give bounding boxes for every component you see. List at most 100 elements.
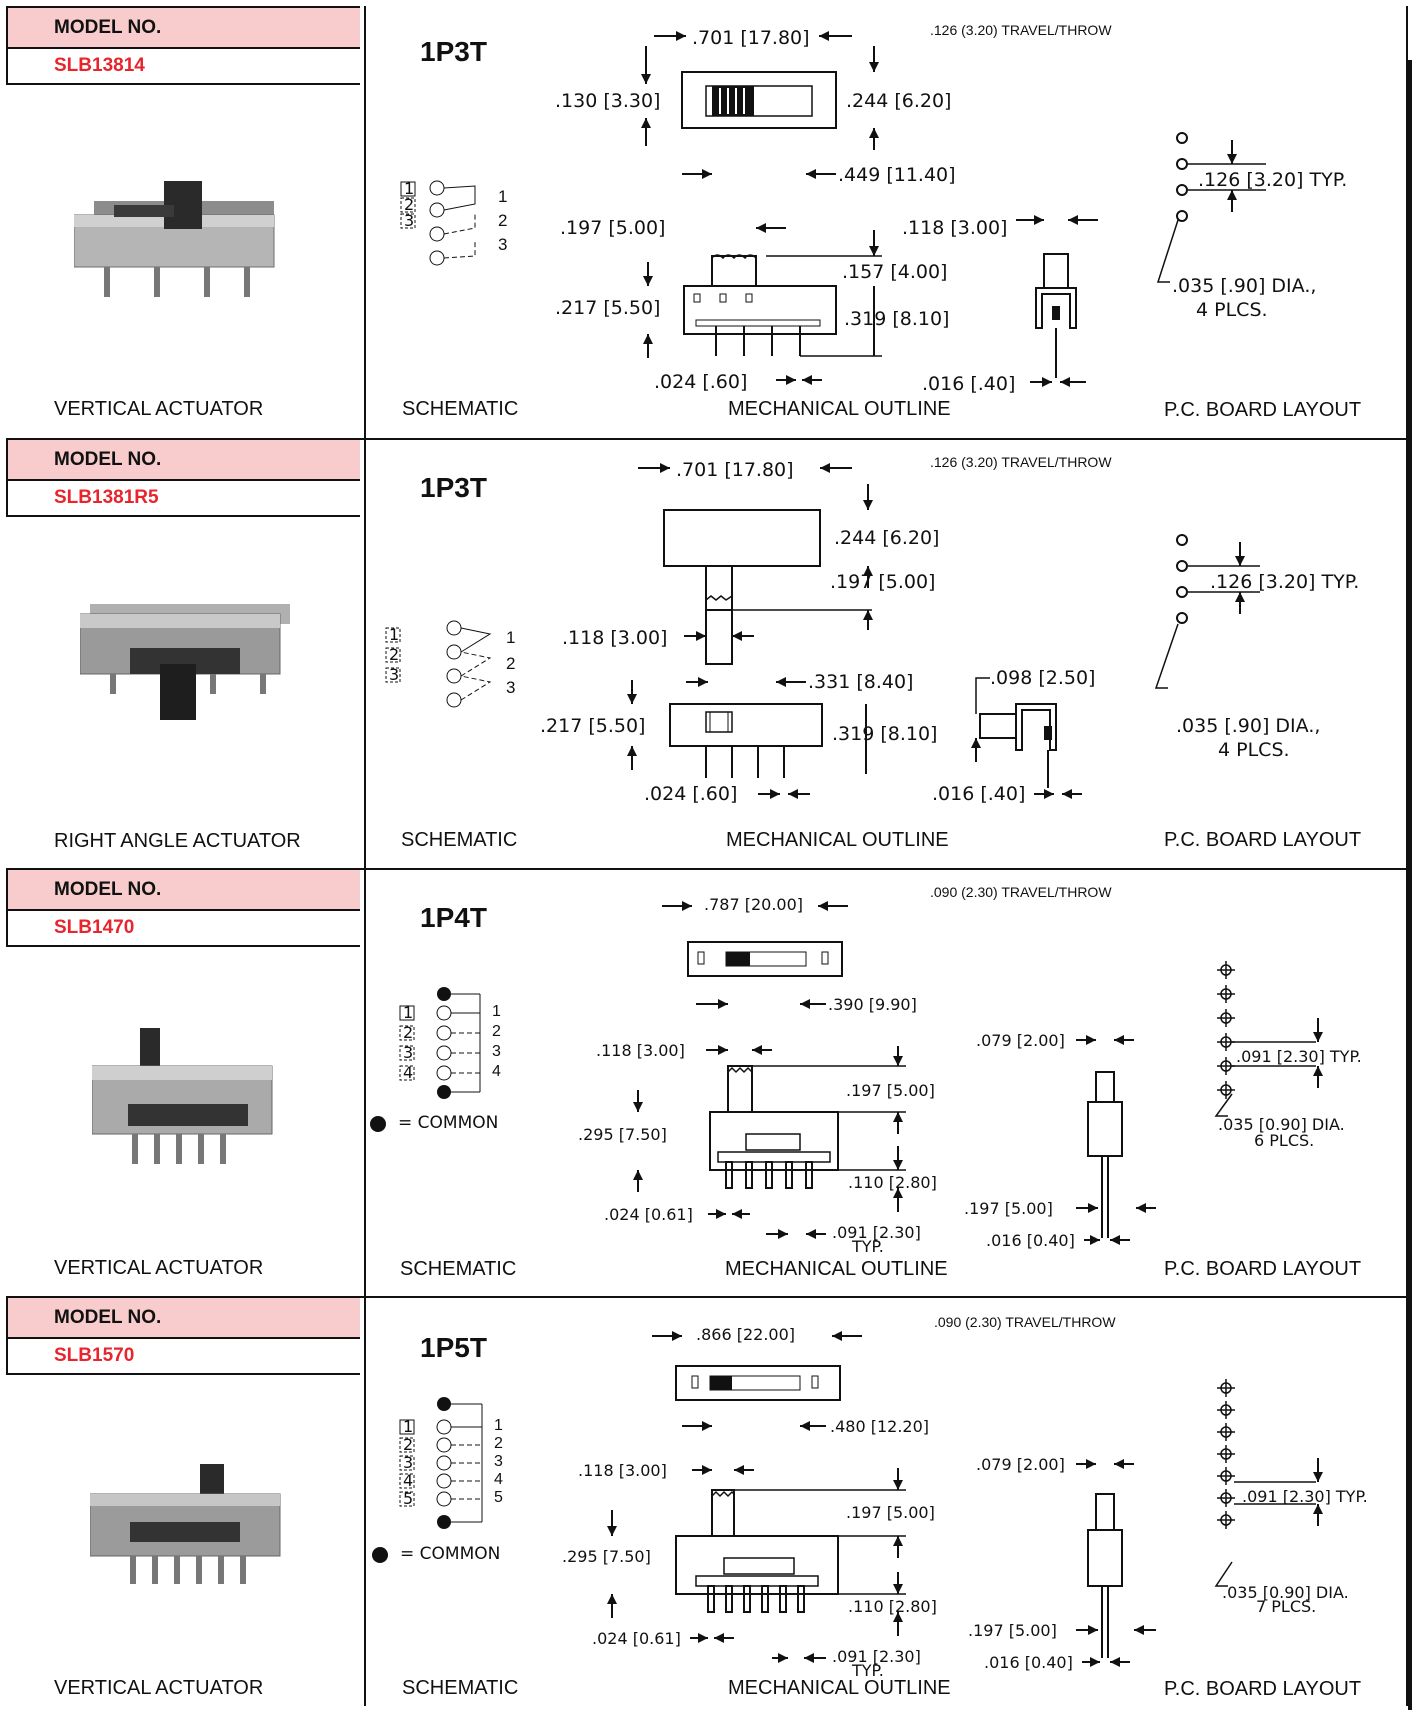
model-number-text: SLB1381R5 <box>54 487 159 508</box>
section-slb1570: MODEL NO. SLB1570 VERTICAL ACTUATOR 1P5T… <box>6 1296 1408 1706</box>
dim-side-actuator: .079 [2.00] <box>976 1031 1065 1050</box>
dim-total: .319 [8.10] <box>844 308 949 330</box>
switch-photo <box>92 1028 273 1164</box>
dim-side-pin: .016 [.40] <box>932 783 1025 805</box>
schematic-num-2: 2 <box>494 1435 503 1452</box>
schematic-drawing: 1 2 3 <box>400 179 476 266</box>
model-number: SLB1381R5 <box>6 479 360 517</box>
common-legend: = COMMON <box>398 1113 499 1133</box>
svg-text:1: 1 <box>403 1417 413 1436</box>
schematic-num-4: 4 <box>494 1471 503 1488</box>
dim-side-pin: .016 [0.40] <box>984 1653 1073 1672</box>
pcb-hole-cross <box>1217 961 1235 979</box>
model-number: SLB1570 <box>6 1337 360 1375</box>
divider <box>6 1296 1408 1298</box>
dim-height: .244 [6.20] <box>834 527 939 549</box>
pcb-hole: .035 [.90] DIA., <box>1172 275 1316 297</box>
dim-width: .866 [22.00] <box>696 1325 795 1344</box>
frame-border <box>1406 6 1408 1706</box>
pole-label: 1P4T <box>420 902 487 933</box>
pcb-hole: .035 [0.90] DIA. <box>1222 1583 1349 1602</box>
schematic-drawing: 1 2 3 4 <box>399 987 481 1099</box>
left-column <box>6 868 366 1296</box>
dim-actuator-height: .197 [5.00] <box>846 1503 935 1522</box>
dim-side-pin: .016 [0.40] <box>986 1231 1075 1250</box>
dim-pin: .024 [.60] <box>644 783 737 805</box>
section-slb1470: MODEL NO. SLB1470 VERTICAL ACTUATOR 1P4T… <box>6 868 1408 1296</box>
dim-height: .244 [6.20] <box>846 90 951 112</box>
model-number-text: SLB1470 <box>54 917 135 938</box>
pcb-caption: P.C. BOARD LAYOUT <box>1164 829 1362 851</box>
left-column <box>6 6 366 438</box>
actuator-caption: VERTICAL ACTUATOR <box>54 1257 264 1279</box>
frame-shadow <box>1408 60 1412 1710</box>
dim-pin: .024 [0.61] <box>592 1629 681 1648</box>
pcb-hole: .035 [.90] DIA., <box>1176 715 1320 737</box>
schematic-num-4: 4 <box>492 1063 501 1080</box>
model-label: MODEL NO. <box>6 1296 360 1339</box>
svg-text:1: 1 <box>389 625 399 644</box>
schematic-caption: SCHEMATIC <box>402 1677 519 1699</box>
divider <box>6 868 1408 870</box>
svg-text:2: 2 <box>404 195 414 214</box>
schematic-num-5: 5 <box>494 1489 503 1506</box>
schematic-num-1: 1 <box>498 187 508 206</box>
model-number: SLB1470 <box>6 909 360 947</box>
pcb-hole-cross <box>1217 985 1235 1003</box>
pcb-caption: P.C. BOARD LAYOUT <box>1164 1678 1362 1700</box>
dim-actuator-height: .197 [5.00] <box>560 217 665 239</box>
dim-slot: .130 [3.30] <box>555 90 660 112</box>
dim-actuator-width: .118 [3.00] <box>596 1041 685 1060</box>
dim-width: .701 [17.80] <box>676 459 794 481</box>
actuator-caption: VERTICAL ACTUATOR <box>54 398 264 420</box>
svg-text:4: 4 <box>403 1063 413 1082</box>
schematic-num-1: 1 <box>492 1003 501 1020</box>
pcb-hole-cross <box>1217 1511 1235 1529</box>
pcb-caption: P.C. BOARD LAYOUT <box>1164 1258 1362 1280</box>
dim-pitch: .091 [2.30] <box>832 1223 921 1242</box>
left-column <box>6 1296 366 1706</box>
mechanical-outline-drawing: .701 [17.80] .244 [6.20] .197 [5.00] .11… <box>540 459 1359 805</box>
pole-label: 1P3T <box>420 472 487 503</box>
svg-text:3: 3 <box>404 211 414 230</box>
model-number-text: SLB1570 <box>54 1345 135 1366</box>
travel-label: .090 (2.30) TRAVEL/THROW <box>934 1314 1116 1330</box>
dim-actuator-width: .118 [3.00] <box>578 1461 667 1480</box>
dim-pin-length: .110 [2.80] <box>848 1597 937 1616</box>
svg-text:1: 1 <box>403 1003 413 1022</box>
pole-label: 1P3T <box>420 36 487 67</box>
dim-side-length: .197 [5.00] <box>968 1621 1057 1640</box>
pcb-count: 7 PLCS. <box>1256 1597 1316 1616</box>
pcb-hole: .035 [0.90] DIA. <box>1218 1115 1345 1134</box>
outline-caption: MECHANICAL OUTLINE <box>728 1677 951 1699</box>
schematic-num-2: 2 <box>492 1023 501 1040</box>
schematic-drawing: 1 2 3 <box>385 620 492 708</box>
dim-pitch: .091 [2.30] <box>832 1647 921 1666</box>
outline-caption: MECHANICAL OUTLINE <box>728 398 951 420</box>
dim-body: .295 [7.50] <box>562 1547 651 1566</box>
pcb-pitch: .126 [3.20] TYP. <box>1198 169 1347 191</box>
common-dot-icon <box>370 1116 386 1132</box>
section-slb13814: MODEL NO. SLB13814 VERTICAL ACTUATOR 1P3… <box>6 6 1408 438</box>
pcb-hole-cross <box>1217 1423 1235 1441</box>
dim-side-pin: .016 [.40] <box>922 373 1015 395</box>
schematic-num-3: 3 <box>492 1043 501 1060</box>
dim-total: .319 [8.10] <box>832 723 937 745</box>
dim-actuator-width: .118 [3.00] <box>562 627 667 649</box>
svg-text:3: 3 <box>389 665 399 684</box>
pcb-caption: P.C. BOARD LAYOUT <box>1164 399 1362 421</box>
schematic-caption: SCHEMATIC <box>401 829 518 851</box>
common-legend: = COMMON <box>400 1544 501 1564</box>
pcb-hole-cross <box>1217 1081 1235 1099</box>
switch-photo <box>80 604 290 720</box>
mechanical-outline-drawing: .701 [17.80] .130 [3.30] .244 [6.20] .44… <box>555 27 1347 395</box>
dim-side-length: .197 [5.00] <box>964 1199 1053 1218</box>
model-number-text: SLB13814 <box>54 55 145 76</box>
pcb-count: 6 PLCS. <box>1254 1131 1314 1150</box>
divider <box>6 438 1408 440</box>
dim-pin: .024 [0.61] <box>604 1205 693 1224</box>
schematic-num-3: 3 <box>506 678 516 697</box>
switch-photo <box>90 1464 281 1584</box>
dim-side-actuator: .118 [3.00] <box>902 217 1007 239</box>
travel-label: .126 (3.20) TRAVEL/THROW <box>930 22 1112 38</box>
